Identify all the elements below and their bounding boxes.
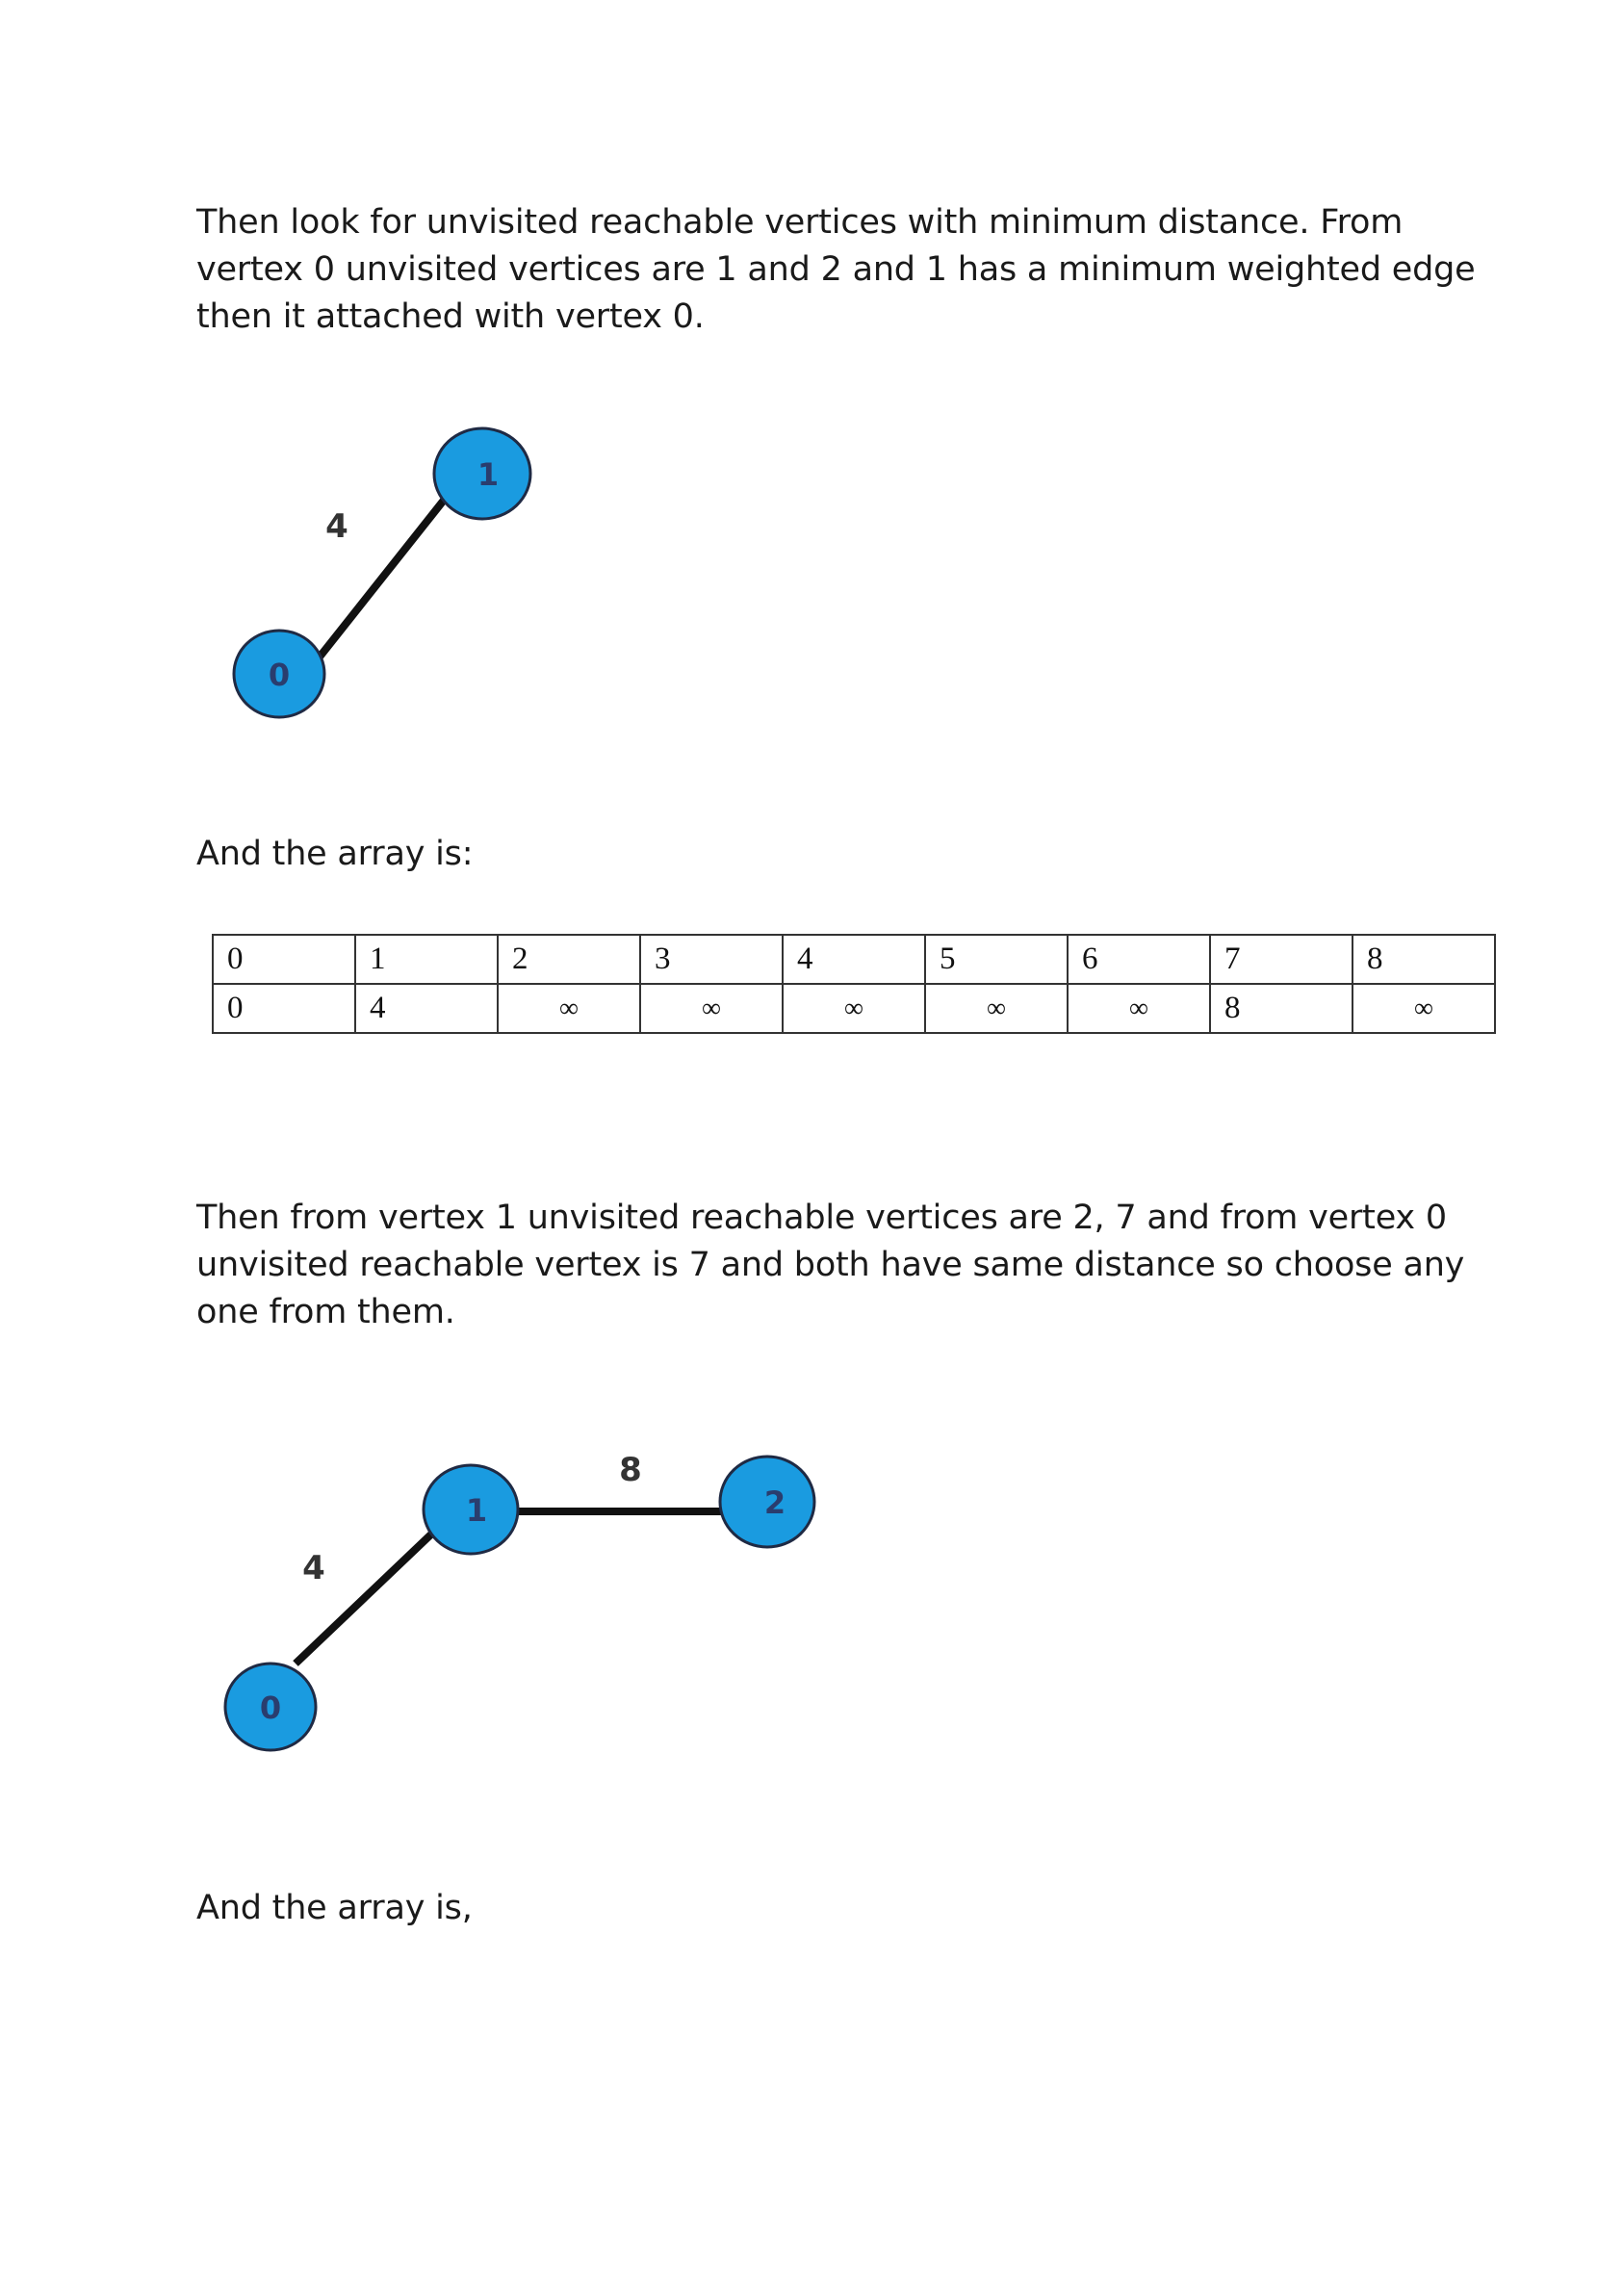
table-cell: 4 [354, 983, 499, 1034]
node-1: 1 [422, 1463, 520, 1556]
node-0: 0 [223, 1662, 318, 1752]
table-cell: ∞ [782, 983, 926, 1034]
svg-text:2: 2 [764, 1484, 786, 1521]
table-cell: ∞ [639, 983, 784, 1034]
paragraph-array-caption-2: And the array is, [196, 1889, 473, 1927]
table-cell: 1 [354, 934, 499, 985]
table-row-vertex: 0 1 2 3 4 5 6 7 8 [212, 934, 1496, 985]
table-cell: ∞ [1352, 983, 1496, 1034]
node-2: 2 [718, 1455, 816, 1549]
table-cell: 0 [212, 983, 356, 1034]
table-cell: 8 [1352, 934, 1496, 985]
table-cell: 3 [639, 934, 784, 985]
table-cell: 4 [782, 934, 926, 985]
table-cell: 6 [1067, 934, 1211, 985]
table-cell: 5 [924, 934, 1069, 985]
paragraph-array-caption-1: And the array is: [196, 835, 474, 873]
edge-0-1 [293, 1525, 441, 1666]
paragraph-next-step: Then from vertex 1 unvisited reachable v… [196, 1199, 1465, 1331]
paragraph-intro: Then look for unvisited reachable vertic… [196, 203, 1476, 336]
table-cell: 7 [1209, 934, 1353, 985]
graph-step-2: 4 8 0 1 2 [223, 1451, 816, 1752]
svg-text:0: 0 [260, 1690, 281, 1726]
edge-label-0-1: 4 [325, 507, 348, 546]
node-0: 0 [232, 629, 326, 719]
table-cell: ∞ [497, 983, 641, 1034]
table-cell: 2 [497, 934, 641, 985]
table-row-distance: 0 4 ∞ ∞ ∞ ∞ ∞ 8 ∞ [212, 983, 1496, 1034]
node-1: 1 [432, 426, 532, 521]
edge-label-0-1: 4 [302, 1549, 325, 1587]
table-cell: 8 [1209, 983, 1353, 1034]
table-cell: ∞ [1067, 983, 1211, 1034]
edge-label-1-2: 8 [619, 1451, 642, 1489]
table-cell: 0 [212, 934, 356, 985]
edge-0-1 [302, 495, 450, 677]
table-cell: ∞ [924, 983, 1069, 1034]
distance-array-table: 0 1 2 3 4 5 6 7 8 0 4 ∞ ∞ ∞ ∞ ∞ 8 ∞ [212, 934, 1496, 1034]
svg-text:1: 1 [466, 1492, 487, 1529]
svg-text:1: 1 [477, 456, 499, 493]
svg-text:0: 0 [269, 657, 290, 693]
graph-step-1: 4 0 1 [232, 426, 532, 719]
